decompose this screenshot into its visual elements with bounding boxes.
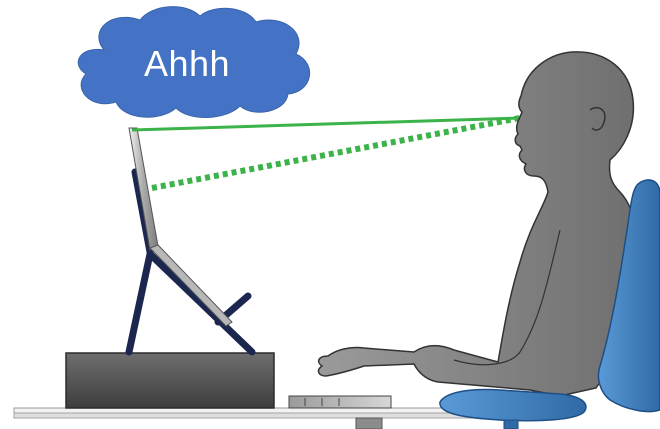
desk xyxy=(14,408,484,429)
laptop-keyboard-base xyxy=(150,245,232,326)
seated-person xyxy=(319,52,637,396)
thought-bubble-text: Ahhh xyxy=(84,34,290,94)
desk-keyboard xyxy=(289,396,391,408)
person-body xyxy=(319,52,637,396)
desk-riser-box xyxy=(66,353,274,408)
chair-seat xyxy=(440,390,586,421)
sight-lines xyxy=(132,118,522,188)
chair-post xyxy=(504,420,518,429)
